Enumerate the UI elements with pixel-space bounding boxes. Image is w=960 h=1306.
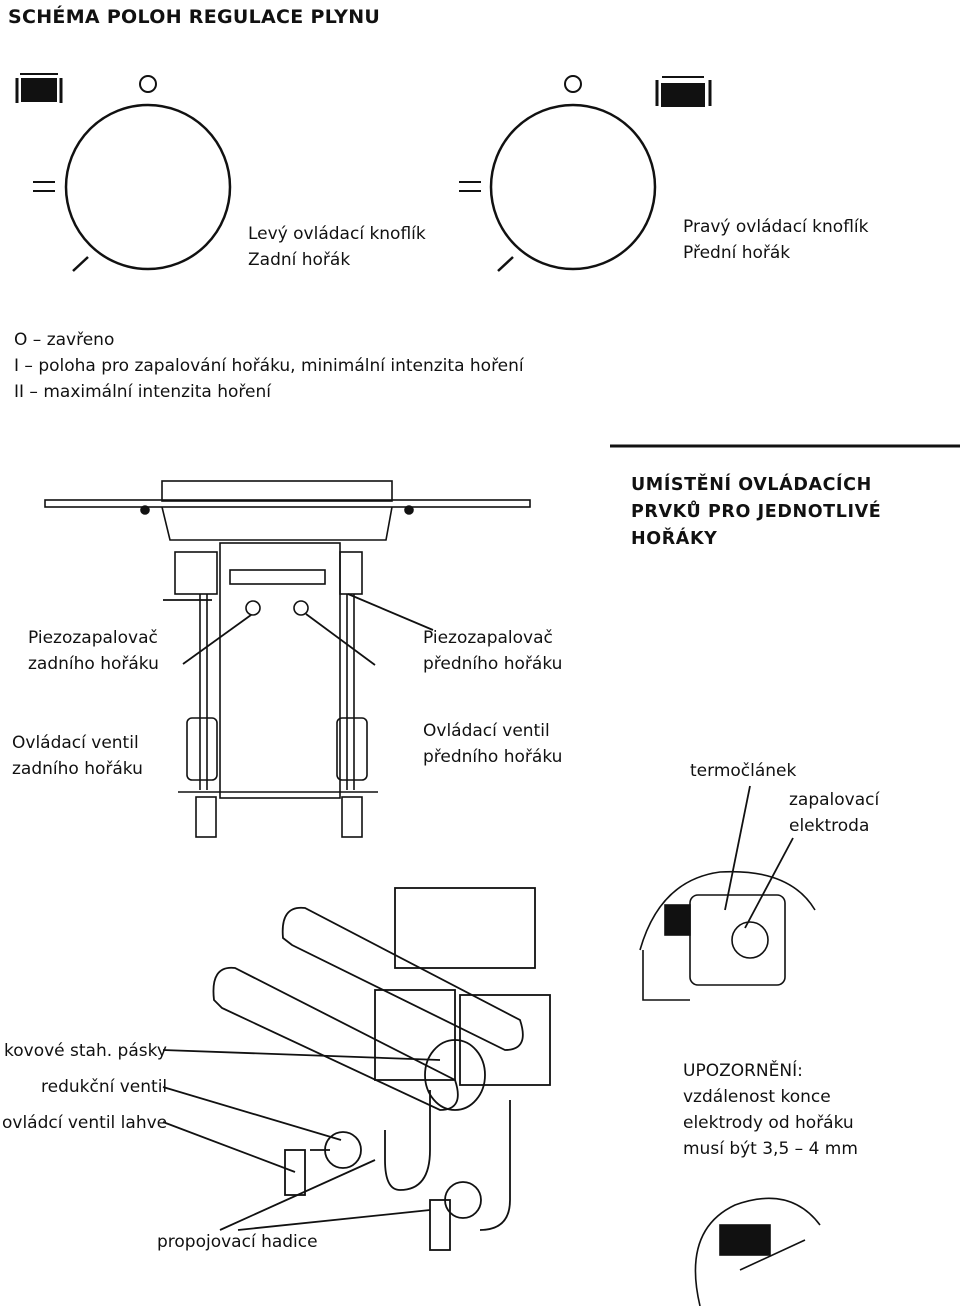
thermocouple-label: termočlánek (690, 761, 797, 781)
valve-rear-label: Ovládací ventil zadního hořáku (12, 733, 143, 779)
electrode-label: zapalovací elektroda (789, 790, 880, 836)
page-title: SCHÉMA POLOH REGULACE PLYNU (8, 6, 381, 28)
electrode-detail (694, 1197, 821, 1306)
reducer-label: redukční ventil (41, 1077, 168, 1097)
legend-item: II – maximální intenzita hoření (14, 382, 271, 402)
piezo-rear-label: Piezozapalovač zadního hořáku (28, 628, 159, 674)
left-knob-line2: Zadní hořák (248, 250, 351, 270)
right-knob-dial (459, 75, 712, 272)
section-heading: UMÍSTĚNÍ OVLÁDACÍCH PRVKŮ PRO JEDNOTLIVÉ… (631, 475, 882, 549)
grill-front-view (44, 480, 531, 838)
thermocouple-detail (639, 870, 816, 1001)
legend-item: I – poloha pro zapalování hořáku, minimá… (14, 356, 524, 376)
right-knob-label: Pravý ovládací knoflík Přední hořák (683, 214, 868, 266)
legend-item: O – zavřeno (14, 330, 115, 350)
right-knob-line2: Přední hořák (683, 243, 791, 263)
left-knob-line1: Levý ovládací knoflík (248, 224, 426, 244)
position-legend: O – zavřeno I – poloha pro zapalování ho… (14, 327, 524, 405)
metal-straps-label: kovové stah. pásky (4, 1041, 167, 1061)
left-knob-dial (15, 73, 232, 272)
bottle-valve-label: ovládcí ventil lahve (2, 1113, 168, 1133)
piezo-front-label: Piezozapalovač předního hořáku (423, 628, 563, 674)
left-knob-label: Levý ovládací knoflík Zadní hořák (248, 221, 426, 273)
valve-front-label: Ovládací ventil předního hořáku (423, 721, 563, 767)
burner-assembly (212, 887, 551, 1251)
warning-note: UPOZORNĚNÍ: vzdálenost konce elektrody o… (683, 1058, 858, 1162)
right-knob-line1: Pravý ovládací knoflík (683, 217, 869, 237)
hose-label: propojovací hadice (157, 1232, 318, 1252)
warning-title: UPOZORNĚNÍ: (683, 1061, 803, 1081)
